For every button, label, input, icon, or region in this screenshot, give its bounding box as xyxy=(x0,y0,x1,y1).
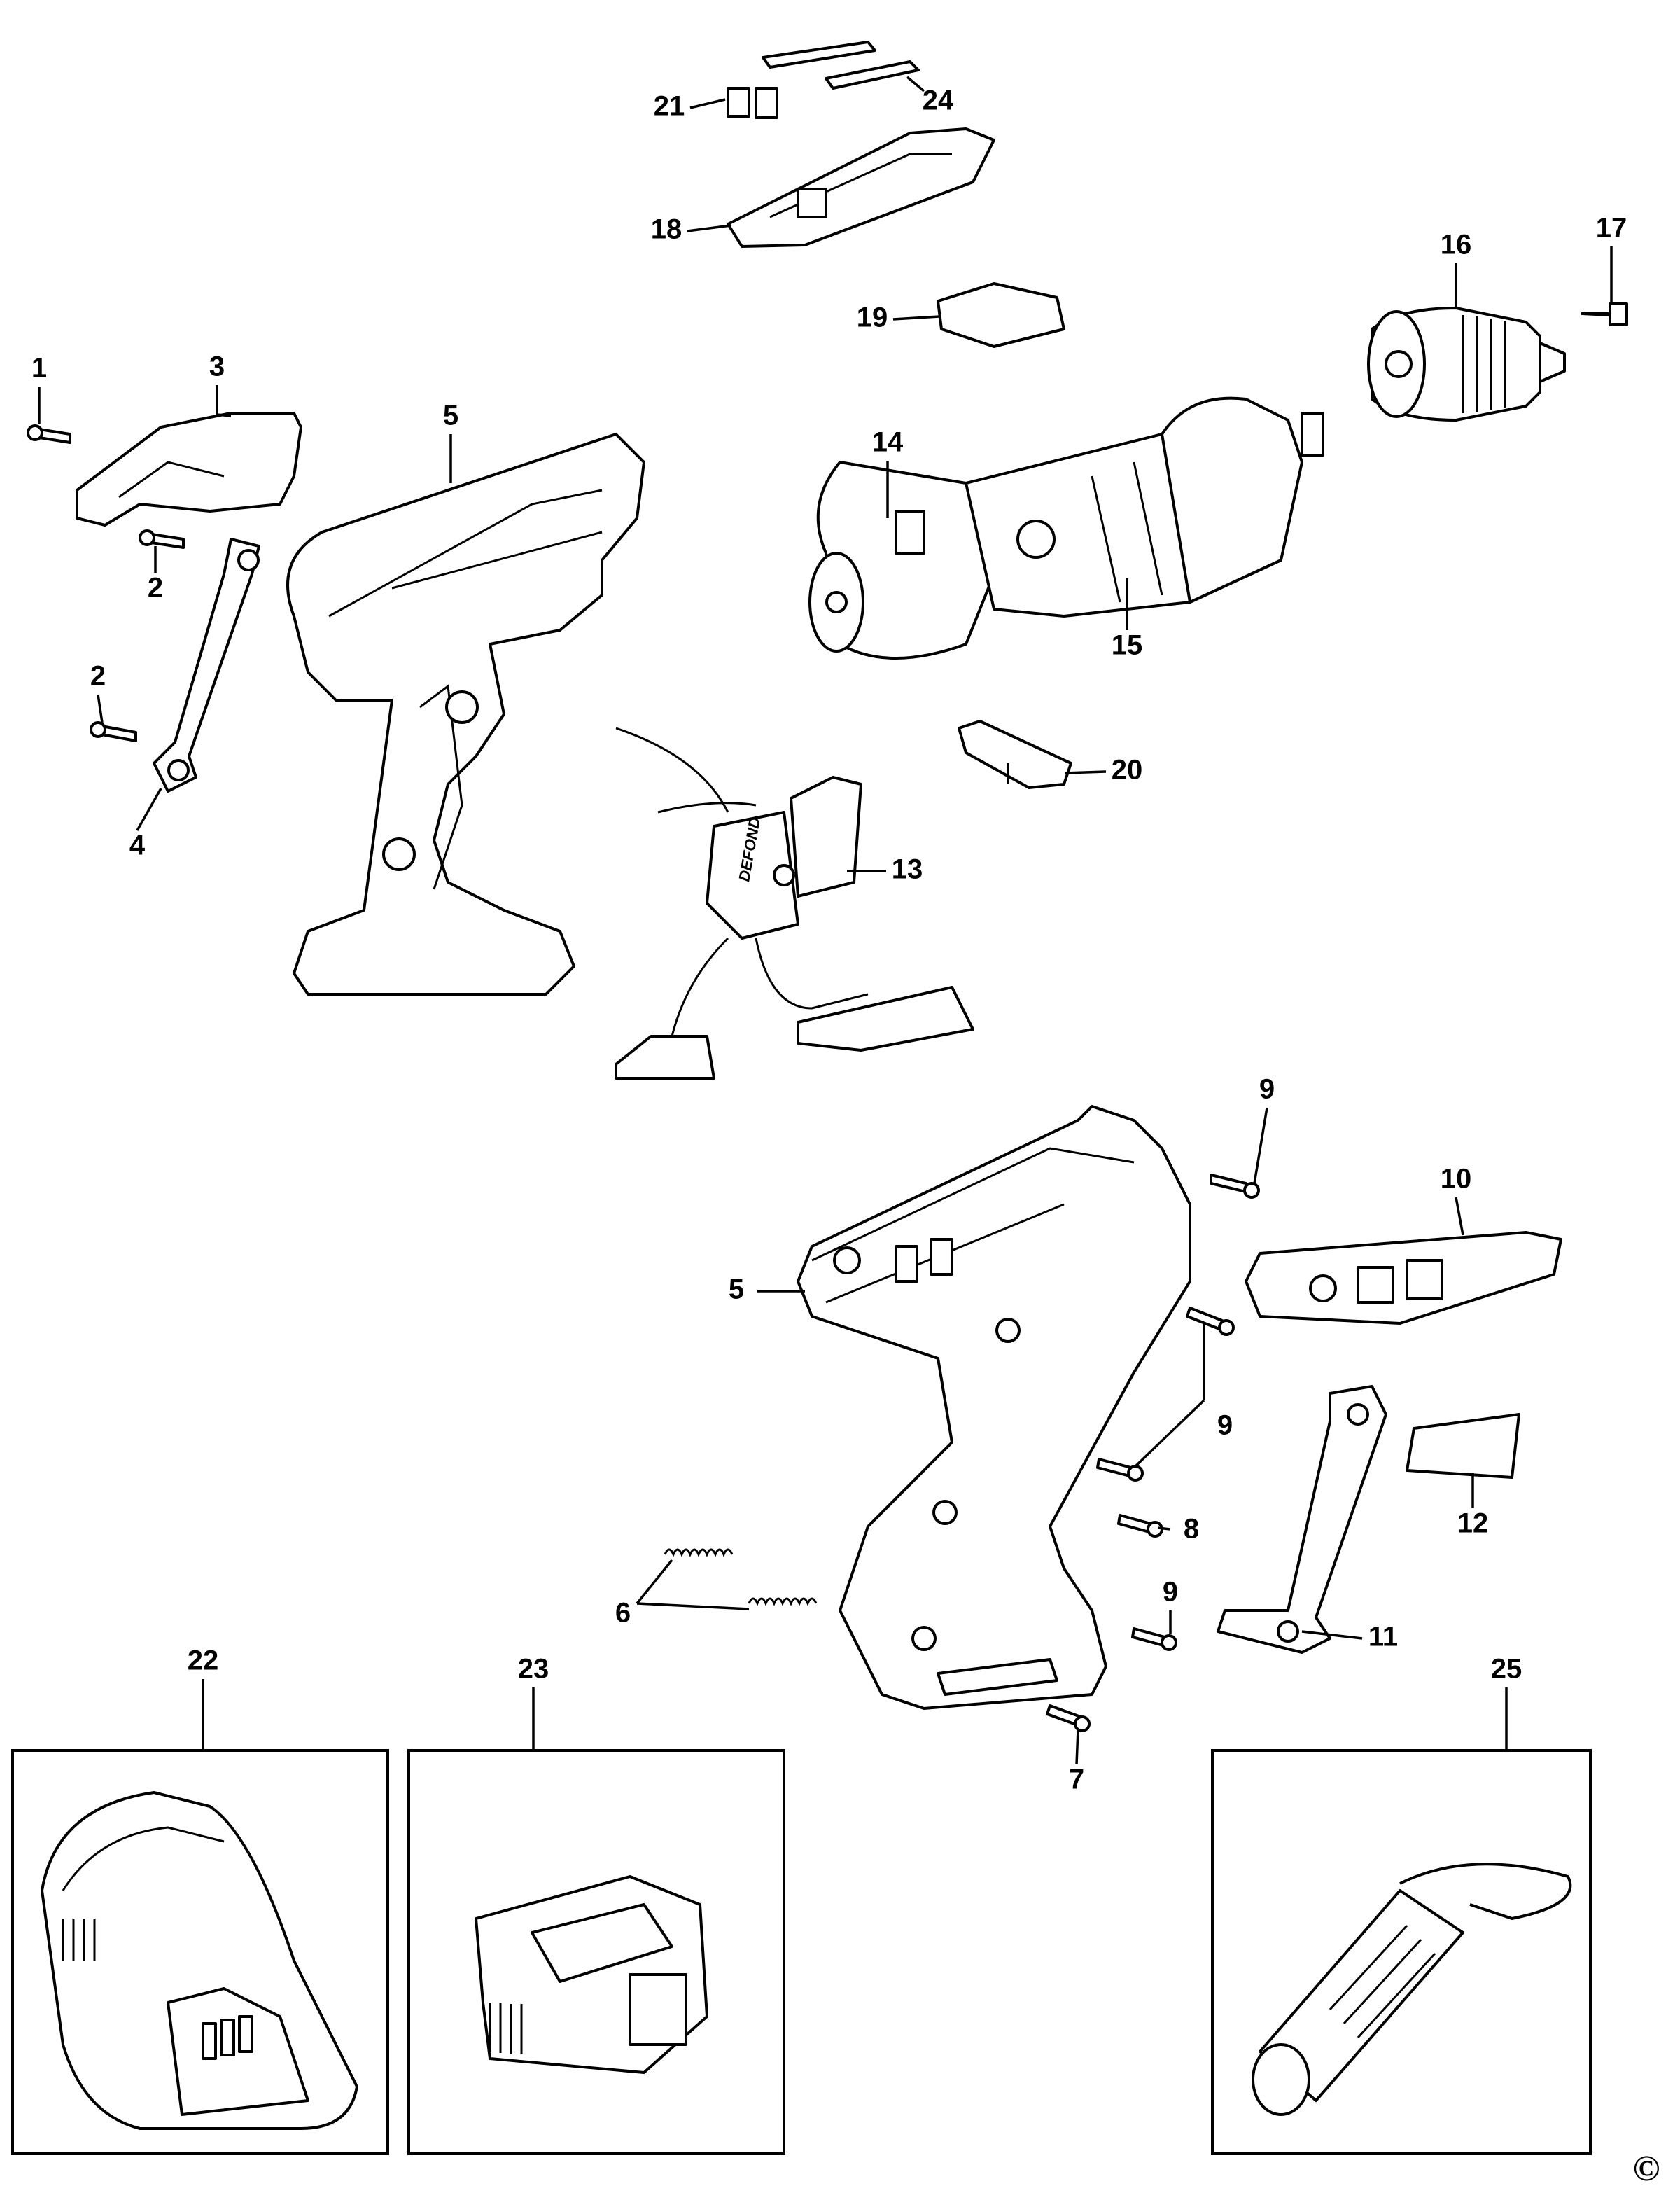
leader-line-19 xyxy=(892,315,940,321)
part-label-5: 5 xyxy=(729,1274,744,1305)
part-25-side-handle xyxy=(1252,1863,1572,2116)
leader-lines xyxy=(38,76,1613,1765)
part-19-slider xyxy=(937,282,1065,348)
part-label-7: 7 xyxy=(1069,1764,1084,1795)
part-label-14: 14 xyxy=(872,427,904,458)
part-15-gearbox xyxy=(965,396,1324,618)
part-label-25: 25 xyxy=(1491,1654,1522,1685)
leader-line-3 xyxy=(216,385,232,417)
leader-line-6 xyxy=(636,1559,673,1605)
part-label-9: 9 xyxy=(1259,1074,1275,1105)
part-label-20: 20 xyxy=(1112,755,1143,786)
part-20-forward-reverse-lever xyxy=(958,720,1072,789)
part-label-21: 21 xyxy=(654,91,685,122)
part-4-side-strap xyxy=(153,538,260,793)
copyright-symbol: © xyxy=(1633,2149,1660,2189)
part-12-label xyxy=(1406,1413,1520,1479)
leader-line-24 xyxy=(906,76,925,92)
part-22-box xyxy=(11,1749,389,2155)
part-5-housing-right xyxy=(797,1105,1191,1710)
leader-line-18 xyxy=(687,224,732,232)
part-14-motor xyxy=(808,461,995,660)
leader-line-7 xyxy=(1075,1729,1079,1765)
part-label-2: 2 xyxy=(148,573,163,604)
part-9-screw-a xyxy=(1210,1174,1260,1199)
leader-line-8 xyxy=(1157,1526,1171,1531)
part-label-6: 6 xyxy=(615,1598,631,1629)
part-label-9: 9 xyxy=(1163,1577,1178,1608)
leader-line-9 xyxy=(1133,1399,1205,1469)
part-18-bit-holder xyxy=(727,127,995,248)
part-8-screw xyxy=(1117,1514,1163,1538)
leader-line-20 xyxy=(1065,770,1107,774)
leader-line-2 xyxy=(97,694,104,723)
leader-line-11 xyxy=(1301,1630,1363,1640)
part-5-housing-left xyxy=(286,433,645,996)
part-23-box xyxy=(407,1749,785,2155)
leader-line-6 xyxy=(636,1602,750,1610)
part-22-charger xyxy=(41,1791,358,2130)
part-9-screw-d xyxy=(1131,1627,1177,1651)
part-label-22: 22 xyxy=(188,1645,219,1676)
part-13-trigger-switch: DEFOND xyxy=(615,727,974,1080)
leader-line-4 xyxy=(136,788,162,831)
part-7-screw xyxy=(1046,1704,1091,1732)
part-label-17: 17 xyxy=(1596,213,1628,244)
part-23-battery xyxy=(475,1875,708,2074)
part-label-11: 11 xyxy=(1368,1622,1398,1652)
leader-line-9 xyxy=(1253,1107,1268,1184)
leader-line-21 xyxy=(690,98,726,109)
part-label-10: 10 xyxy=(1441,1164,1472,1195)
part-label-5: 5 xyxy=(443,401,458,431)
part-24-screwdriver-bits xyxy=(762,41,920,90)
part-label-12: 12 xyxy=(1457,1508,1489,1539)
leader-line-10 xyxy=(1455,1197,1464,1236)
part-label-1: 1 xyxy=(31,353,47,384)
part-9-screw-c xyxy=(1096,1458,1144,1482)
part-11-side-strap xyxy=(1217,1385,1387,1654)
part-label-13: 13 xyxy=(892,854,923,885)
part-label-23: 23 xyxy=(518,1654,550,1685)
part-16-keyless-chuck xyxy=(1367,307,1566,422)
part-10-top-trim xyxy=(1245,1231,1562,1325)
part-label-4: 4 xyxy=(130,830,146,861)
part-25-box xyxy=(1211,1749,1592,2155)
part-label-2: 2 xyxy=(90,661,106,692)
part-label-16: 16 xyxy=(1441,230,1472,260)
part-2-screw-lower xyxy=(90,721,137,742)
part-21-bit-clips xyxy=(727,87,778,119)
part-3-top-cover xyxy=(76,412,302,527)
part-1-screw xyxy=(27,424,71,444)
part-17-chuck-screw xyxy=(1581,302,1628,326)
part-label-18: 18 xyxy=(651,214,682,245)
part-6-springs xyxy=(664,1548,818,1606)
part-label-19: 19 xyxy=(857,302,888,333)
part-2-screw xyxy=(139,529,185,549)
part-label-15: 15 xyxy=(1112,630,1143,661)
part-label-3: 3 xyxy=(209,351,225,382)
part-9-screw-b xyxy=(1186,1307,1235,1336)
part-label-8: 8 xyxy=(1184,1514,1199,1545)
part-label-24: 24 xyxy=(923,85,954,116)
part-label-9: 9 xyxy=(1217,1410,1233,1441)
